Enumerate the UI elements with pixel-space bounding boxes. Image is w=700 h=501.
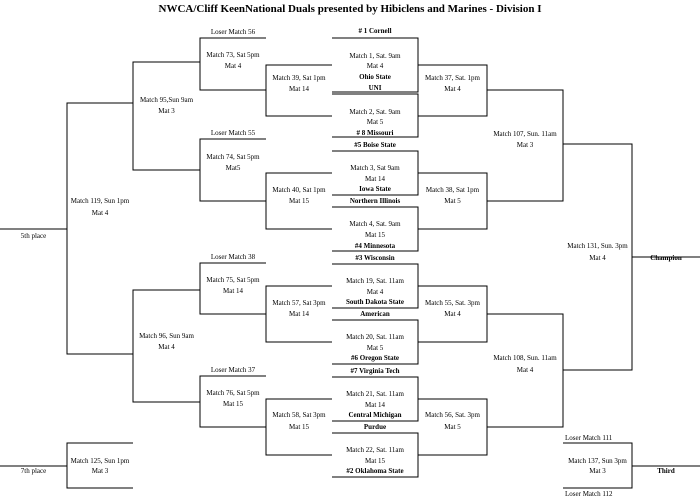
match-time: Match 1, Sat. 9am (349, 52, 401, 60)
team-label: #6 Oregon State (350, 354, 400, 362)
match-mat: Mat 4 (91, 209, 109, 217)
match-time: Match 108, Sun. 11am (493, 354, 557, 362)
match-mat: Mat 15 (364, 457, 386, 465)
match-mat: Mat 4 (444, 310, 461, 318)
bracket-match-73 (199, 37, 266, 91)
match-time: Match 38, Sat 1pm (425, 186, 480, 194)
match-time: Match 76, Sat 5pm (206, 389, 260, 397)
team-label: South Dakota State (346, 298, 404, 306)
bracket-match-125 (0, 442, 133, 489)
bracket-match-75 (199, 262, 266, 315)
team-label: Central Michigan (348, 411, 402, 419)
match-mat: Mat 4 (589, 254, 606, 262)
match-time: Match 95,Sun 9am (139, 96, 194, 104)
page-title: NWCA/Cliff KeenNational Duals presented … (158, 3, 542, 15)
match-time: Match 22, Sat. 11am (346, 446, 404, 454)
team-label: American (360, 310, 390, 318)
match-mat: Mat 15 (288, 423, 310, 431)
loser-label: Loser Match 111 (565, 434, 613, 442)
match-time: Match 137, Sun 3pm (568, 457, 627, 465)
result-label-5th: 5th place (20, 232, 47, 240)
match-time: Match 55, Sat. 3pm (424, 299, 481, 307)
bracket-match-107 (487, 89, 564, 202)
match-time: Match 75, Sat 5pm (206, 276, 260, 284)
loser-label: Loser Match 112 (565, 490, 613, 498)
team-label: #5 Boise State (354, 141, 396, 149)
match-time: Match 20, Sat. 11am (346, 333, 404, 341)
bracket-match-96 (132, 289, 200, 403)
result-label-champion: Champion (650, 254, 682, 262)
bracket-match-95 (132, 61, 200, 171)
match-time: Match 58, Sat 3pm (272, 411, 326, 419)
match-mat: Mat 3 (158, 107, 175, 115)
match-time: Match 21, Sat. 11am (346, 390, 404, 398)
match-mat: Mat 15 (222, 400, 244, 408)
loser-label: Loser Match 55 (210, 129, 256, 137)
loser-label: Loser Match 38 (210, 253, 256, 261)
match-mat: Mat 5 (366, 344, 384, 352)
match-time: Match 39, Sat 1pm (272, 74, 326, 82)
match-mat: Mat 5 (366, 118, 384, 126)
team-label: Iowa State (359, 185, 391, 193)
match-mat: Mat 4 (158, 343, 175, 351)
match-mat: Mat 15 (288, 197, 310, 205)
match-mat: Mat 14 (222, 287, 244, 295)
match-mat: Mat 5 (444, 197, 461, 205)
team-label: #2 Oklahoma State (346, 467, 404, 475)
match-mat: Mat 3 (516, 141, 534, 149)
match-time: Match 56, Sat. 3pm (424, 411, 481, 419)
match-time: Match 96, Sun 9am (139, 332, 194, 340)
loser-label: Loser Match 37 (210, 366, 256, 374)
match-time: Match 40, Sat 1pm (272, 186, 326, 194)
bracket-match-131 (563, 143, 700, 371)
match-time: Match 19, Sat. 11am (346, 277, 404, 285)
match-mat: Mat 4 (224, 62, 242, 70)
match-mat: Mat 4 (366, 62, 384, 70)
match-mat: Mat 3 (91, 467, 109, 475)
team-label: #7 Virginia Tech (350, 367, 400, 375)
team-label: Northern Illinois (349, 197, 401, 205)
match-mat: Mat 5 (444, 423, 461, 431)
match-time: Match 119, Sun 1pm (70, 197, 130, 205)
match-mat: Mat5 (225, 164, 241, 172)
team-label: # 1 Cornell (358, 27, 392, 35)
match-time: Match 107, Sun. 11am (493, 130, 557, 138)
bracket-match-119 (0, 102, 133, 355)
match-mat: Mat 14 (288, 85, 310, 93)
team-label: #4 Minnesota (354, 242, 396, 250)
team-label: UNI (368, 84, 382, 92)
team-label: # 8 Missouri (356, 129, 394, 137)
team-label: Purdue (363, 423, 387, 431)
match-mat: Mat 15 (364, 231, 386, 239)
match-mat: Mat 14 (364, 175, 386, 183)
result-label-7th: 7th place (20, 467, 47, 475)
match-time: Match 57, Sat 3pm (272, 299, 326, 307)
match-mat: Mat 4 (516, 366, 534, 374)
match-mat: Mat 3 (589, 467, 606, 475)
team-label: Ohio State (359, 73, 391, 81)
match-time: Match 125, Sun 1pm (70, 457, 130, 465)
match-time: Match 37, Sat. 1pm (424, 74, 481, 82)
result-label-third: Third (657, 467, 675, 475)
match-mat: Mat 4 (444, 85, 461, 93)
match-time: Match 74, Sat 5pm (206, 153, 260, 161)
bracket-match-137 (563, 442, 700, 489)
match-mat: Mat 4 (366, 288, 384, 296)
match-time: Match 2, Sat. 9am (349, 108, 401, 116)
match-mat: Mat 14 (364, 401, 386, 409)
loser-label: Loser Match 56 (210, 28, 256, 36)
team-label: #3 Wisconsin (355, 254, 395, 262)
match-time: Match 4, Sat. 9am (349, 220, 401, 228)
match-time: Match 3, Sat 9am (350, 164, 400, 172)
match-time: Match 73, Sat 5pm (206, 51, 260, 59)
match-time: Match 131, Sun. 3pm (567, 242, 628, 250)
match-mat: Mat 14 (288, 310, 310, 318)
